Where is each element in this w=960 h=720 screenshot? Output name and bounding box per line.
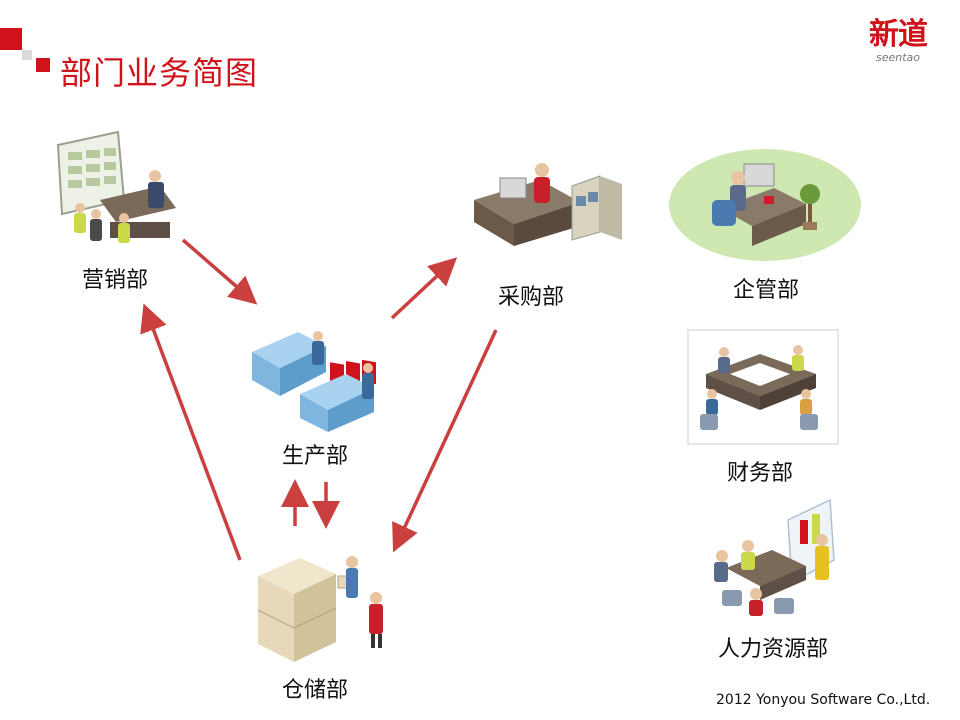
brand-logo: 新道 seentao <box>858 18 938 64</box>
label-hr: 人力资源部 <box>718 637 829 662</box>
brand-logo-en: seentao <box>875 51 921 64</box>
arrow-purchasing-to-warehouse <box>392 329 498 553</box>
marketing-scene-icon <box>56 130 176 243</box>
corner-square-large <box>0 28 22 50</box>
page-title: 部门业务简图 <box>60 54 259 92</box>
hr-scene-icon <box>714 498 835 616</box>
production-scene-icon <box>252 331 376 432</box>
warehouse-scene-icon <box>257 556 383 662</box>
label-purchasing: 采购部 <box>498 285 565 310</box>
footer-copyright: 2012 Yonyou Software Co.,Ltd. <box>716 692 931 708</box>
finance-scene-icon <box>687 329 839 445</box>
purchasing-scene-icon <box>474 163 622 246</box>
label-management: 企管部 <box>733 278 800 303</box>
arrow-marketing-to-production <box>181 238 258 305</box>
arrow-warehouse-to-marketing <box>140 303 242 561</box>
brand-logo-zh: 新道 <box>869 17 928 52</box>
label-finance: 财务部 <box>727 461 794 486</box>
title-bullet-square <box>36 58 50 72</box>
label-warehouse: 仓储部 <box>282 678 349 703</box>
arrow-production-to-purchasing <box>390 257 458 320</box>
label-production: 生产部 <box>282 444 349 469</box>
flow-arrows <box>140 238 498 561</box>
label-marketing: 营销部 <box>82 268 149 293</box>
corner-square-small-gray <box>22 50 32 60</box>
management-scene-icon <box>669 149 861 261</box>
